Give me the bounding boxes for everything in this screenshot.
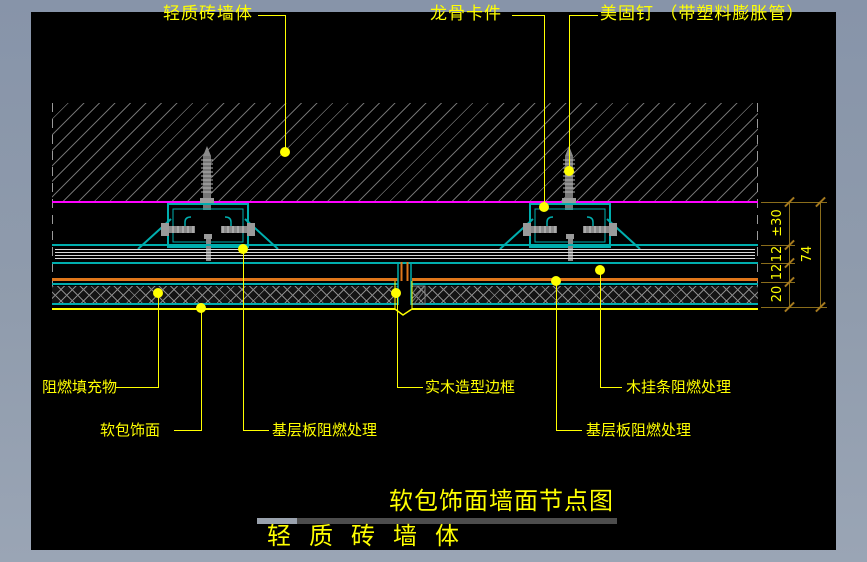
- leader-line: [570, 15, 598, 16]
- leader-line: [285, 15, 286, 151]
- extension-line: [761, 263, 795, 264]
- title-underline-bar: [257, 518, 617, 524]
- masonry-wall-hatch: [52, 103, 758, 202]
- extension-line: [761, 307, 827, 308]
- leader-line: [600, 271, 601, 388]
- leader-line: [397, 294, 398, 388]
- board-edge-line: [52, 283, 398, 285]
- leader-line: [243, 430, 269, 431]
- leader-dot: [595, 265, 605, 275]
- leader-line: [397, 387, 423, 388]
- label-expansion-nail: 美固钉 （带塑料膨胀管）: [600, 4, 805, 24]
- leader-line: [544, 15, 545, 205]
- drawing-canvas: [31, 12, 836, 550]
- label-flame-retardant-filler: 阻燃填充物: [42, 378, 118, 396]
- board-edge-line: [412, 283, 758, 285]
- leader-dot: [539, 202, 549, 212]
- extension-line: [761, 282, 795, 283]
- wall-break-line-left: [52, 103, 53, 307]
- dimension-line-total: [820, 202, 821, 307]
- label-lightweight-brick-wall: 轻质砖墙体: [163, 4, 253, 24]
- leader-line: [600, 387, 622, 388]
- flame-retardant-filler-hatch: [412, 286, 758, 304]
- leader-dot: [391, 288, 401, 298]
- soft-pack-face-line: [52, 308, 395, 310]
- label-soft-pack-finish: 软包饰面: [100, 421, 161, 439]
- leader-line: [116, 387, 158, 388]
- leader-dot: [153, 288, 163, 298]
- label-base-board-right: 基层板阻燃处理: [586, 421, 692, 439]
- dim-value-soft: 20: [769, 285, 785, 303]
- drawing-title: 软包饰面墙面节点图: [389, 487, 614, 515]
- base-board-line: [412, 278, 758, 281]
- leader-line: [174, 430, 201, 431]
- wood-strip-band: [52, 244, 758, 264]
- drawing-subtitle: 轻质砖墙体: [267, 522, 477, 550]
- expansion-anchor-left-icon: [200, 146, 214, 210]
- wall-break-line-right: [757, 103, 758, 307]
- leader-line: [556, 430, 582, 431]
- flame-retardant-filler-hatch: [52, 286, 398, 304]
- wood-frame-joint: [386, 262, 428, 316]
- board-edge-line: [52, 303, 398, 305]
- leader-dot: [196, 303, 206, 313]
- wall-face-line: [52, 201, 758, 203]
- dimension-line-segments: [789, 202, 790, 307]
- leader-line: [556, 282, 557, 431]
- leader-dot: [238, 244, 248, 254]
- board-edge-line: [412, 303, 758, 305]
- soft-pack-face-line: [412, 308, 758, 310]
- label-keel-clip: 龙骨卡件: [430, 4, 502, 24]
- label-wood-strip: 木挂条阻燃处理: [626, 378, 732, 396]
- leader-line: [201, 308, 202, 431]
- label-base-board-left: 基层板阻燃处理: [272, 421, 378, 439]
- keel-clip-assembly-left: [137, 203, 279, 261]
- leader-line: [512, 15, 545, 16]
- leader-line: [243, 249, 244, 431]
- leader-line: [258, 15, 286, 16]
- leader-dot: [564, 166, 574, 176]
- extension-line: [761, 202, 827, 203]
- leader-line: [158, 293, 159, 388]
- leader-dot: [551, 276, 561, 286]
- base-board-line: [52, 278, 398, 281]
- leader-line: [569, 15, 570, 169]
- label-wood-frame: 实木造型边框: [425, 378, 516, 396]
- dim-value-total: 74: [799, 245, 815, 263]
- extension-line: [761, 245, 795, 246]
- leader-dot: [280, 147, 290, 157]
